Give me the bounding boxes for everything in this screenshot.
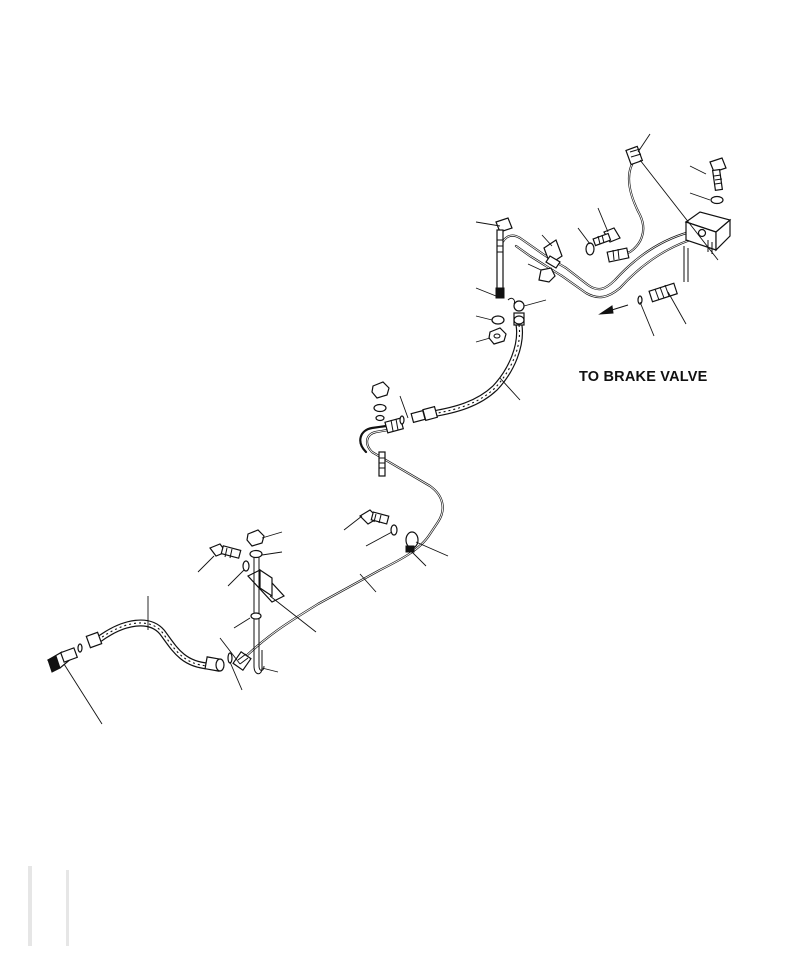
middle-brake-tube — [232, 381, 444, 672]
tube-end-fitting — [606, 247, 630, 263]
lower-mounting-bracket — [247, 556, 285, 675]
upper-brake-piping-group — [488, 145, 732, 345]
middle-clamp-bolt — [359, 509, 390, 525]
lower-bracket-bolt — [209, 543, 242, 559]
middle-o-ring — [399, 415, 405, 425]
block-bolt-washer — [710, 195, 724, 205]
upper-brake-hose — [410, 312, 525, 424]
lower-bracket-washer-2 — [250, 612, 262, 620]
clamp-bolt-washer — [585, 242, 595, 256]
middle-tube-clamp — [405, 531, 419, 553]
lower-left-elbow-fitting — [46, 647, 79, 673]
lower-tube-end-fitting — [232, 650, 252, 672]
middle-clamp-washer — [390, 524, 398, 536]
middle-nut-stack — [371, 381, 390, 422]
middle-stud — [378, 451, 386, 477]
lower-bracket-bolt-washer — [242, 560, 250, 572]
brake-valve-annotation: TO BRAKE VALVE — [579, 369, 708, 385]
flow-direction-arrow — [598, 304, 629, 315]
upper-bracket-stud — [495, 217, 513, 299]
lower-bracket-washer — [249, 549, 263, 559]
lower-hose-o-ring-left — [77, 643, 83, 653]
upper-bracket-nut — [488, 327, 507, 345]
lower-hose-o-ring-right — [227, 652, 233, 664]
lower-brake-hose — [85, 619, 225, 672]
upper-tube-clamp — [543, 239, 563, 269]
block-bolt — [709, 157, 727, 191]
clamp-nut — [538, 267, 556, 283]
adapter-o-ring — [637, 295, 643, 305]
lower-bracket-nut — [246, 529, 265, 547]
upper-bracket-washer — [491, 315, 505, 325]
clamp-bolt — [592, 227, 621, 247]
scan-artifact — [28, 866, 69, 946]
callout-leader-lines — [63, 133, 719, 725]
brake-valve-adapter — [648, 282, 678, 303]
upper-bracket-o-ring — [513, 300, 525, 312]
